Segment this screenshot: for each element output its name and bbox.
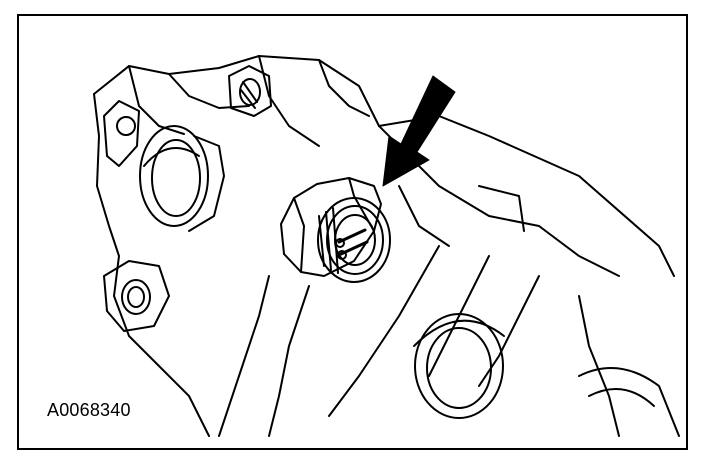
figure-id-label: A0068340 — [47, 400, 131, 420]
lower-bore — [413, 313, 505, 419]
housing-outline — [93, 55, 675, 437]
upper-bore — [139, 125, 225, 232]
casting-ribs — [218, 125, 620, 437]
left-flange — [103, 100, 170, 332]
illustration-frame: A0068340 — [17, 14, 688, 450]
sensor-assembly — [280, 177, 391, 283]
right-bore — [578, 367, 680, 437]
engine-component-illustration — [93, 55, 680, 437]
arrow-down-left-icon — [382, 75, 456, 187]
upper-boss — [228, 65, 272, 117]
